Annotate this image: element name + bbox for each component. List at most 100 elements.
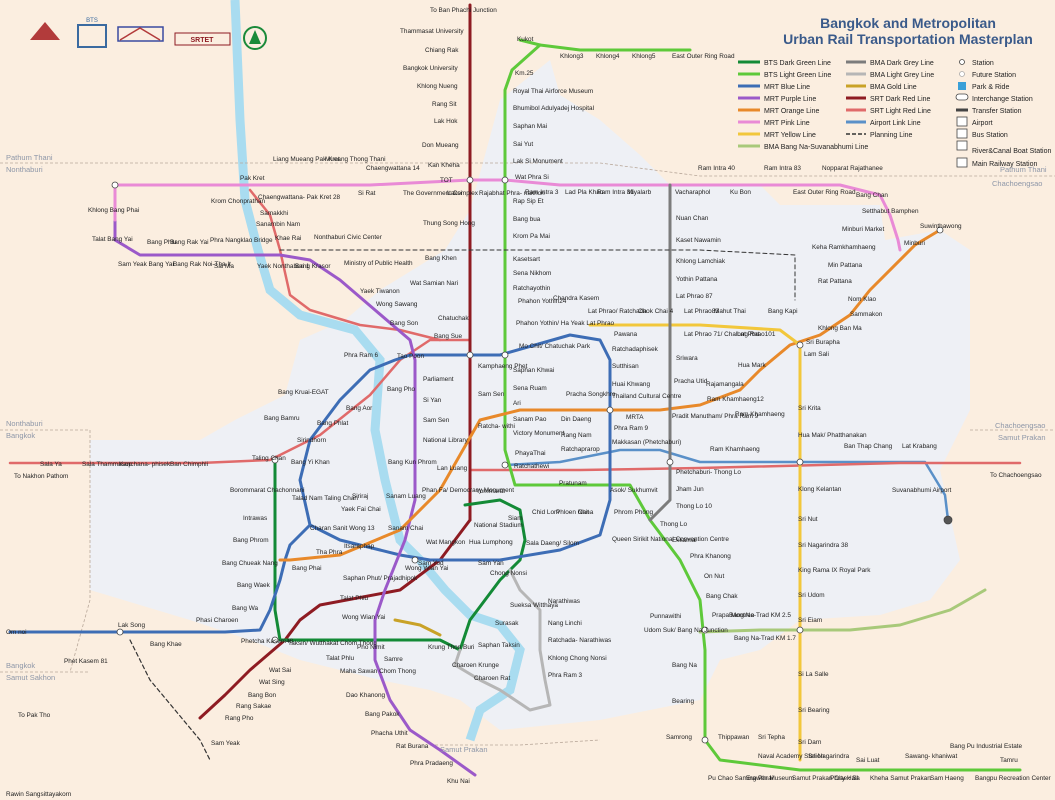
- svg-text:Charoen Rat: Charoen Rat: [474, 675, 510, 682]
- svg-text:Bang Kruai-EGAT: Bang Kruai-EGAT: [278, 389, 329, 396]
- svg-text:Bang Aor: Bang Aor: [346, 405, 373, 412]
- svg-text:East Outer Ring Road: East Outer Ring Road: [672, 53, 735, 60]
- svg-text:Bangkok University: Bangkok University: [403, 65, 459, 72]
- svg-text:Park & Ride: Park & Ride: [972, 84, 1009, 91]
- svg-text:Setthabut Bamphen: Setthabut Bamphen: [862, 208, 919, 215]
- svg-text:Vacharaphol: Vacharaphol: [675, 189, 710, 196]
- svg-text:Phasi Charoen: Phasi Charoen: [196, 617, 239, 624]
- svg-text:Bus Station: Bus Station: [972, 132, 1008, 139]
- svg-text:Ratchada- Narathiwas: Ratchada- Narathiwas: [548, 637, 611, 644]
- svg-text:Pho Nimit: Pho Nimit: [357, 644, 385, 651]
- bma-gold-line: [393, 618, 442, 637]
- svg-text:Bang Na-Trad KM 1.7: Bang Na-Trad KM 1.7: [734, 635, 796, 642]
- svg-text:Huai Khwang: Huai Khwang: [612, 381, 650, 388]
- bts-light-green-line: [518, 38, 692, 52]
- station-dot[interactable]: [936, 226, 944, 234]
- svg-text:Sirindhorn: Sirindhorn: [297, 437, 327, 444]
- svg-text:Bang Bon: Bang Bon: [248, 692, 277, 699]
- svg-text:Krung Thon Buri: Krung Thon Buri: [428, 644, 474, 651]
- srt-logo: [30, 22, 60, 40]
- station-dot[interactable]: [111, 181, 119, 189]
- map-title-line2: Urban Rail Transportation Masterplan: [783, 31, 1033, 47]
- station-dot[interactable]: [466, 351, 474, 359]
- svg-text:Ram Intra 31: Ram Intra 31: [597, 189, 634, 196]
- station-dot[interactable]: [411, 556, 419, 564]
- svg-text:Planning Line: Planning Line: [870, 132, 913, 139]
- station-labels: Thammasat University Chiang Rak Bangkok …: [6, 28, 1052, 785]
- svg-text:Bang Khen: Bang Khen: [425, 255, 457, 262]
- svg-text:SRTET: SRTET: [191, 37, 215, 44]
- srt-dark-red-line-south: [198, 518, 472, 720]
- svg-text:Jham Jun: Jham Jun: [676, 486, 704, 493]
- svg-text:Sai Yut: Sai Yut: [513, 141, 533, 148]
- svg-text:Samut Prakan City Hall: Samut Prakan City Hall: [792, 775, 858, 782]
- svg-text:Hua Mak/ Phatthanakan: Hua Mak/ Phatthanakan: [798, 432, 867, 439]
- svg-text:Saphan Khwai: Saphan Khwai: [513, 367, 554, 374]
- svg-text:Sam Yan: Sam Yan: [478, 560, 504, 567]
- svg-text:Ram Intra 83: Ram Intra 83: [764, 165, 801, 172]
- svg-text:Sri Krita: Sri Krita: [798, 405, 821, 412]
- svg-text:Ram Intra 3: Ram Intra 3: [525, 189, 559, 196]
- station-dot[interactable]: [701, 736, 709, 744]
- svg-text:Nang Linchi: Nang Linchi: [548, 620, 582, 627]
- srt-light-red-line-north: [248, 188, 442, 342]
- svg-text:Talat Phlu: Talat Phlu: [340, 595, 369, 602]
- station-dot[interactable]: [796, 458, 804, 466]
- svg-text:Talat Bang Yai: Talat Bang Yai: [92, 236, 133, 243]
- svg-text:BTS Light Green Line: BTS Light Green Line: [764, 72, 831, 79]
- station-dot[interactable]: [701, 626, 709, 634]
- svg-text:Borommarat Chachonnani: Borommarat Chachonnani: [230, 487, 305, 494]
- svg-text:Thammasat University: Thammasat University: [400, 28, 464, 35]
- svg-text:Lat Phrao83: Lat Phrao83: [684, 308, 719, 315]
- svg-text:Ratchayothin: Ratchayothin: [513, 285, 551, 292]
- station-dot[interactable]: [271, 456, 279, 464]
- svg-text:SRT Light Red Line: SRT Light Red Line: [870, 108, 931, 115]
- svg-text:Lak Hok: Lak Hok: [434, 118, 458, 125]
- svg-text:Sanambin Nam: Sanambin Nam: [256, 221, 300, 228]
- svg-text:To Pak Tho: To Pak Tho: [18, 712, 51, 719]
- svg-text:Chatuchak: Chatuchak: [438, 315, 469, 322]
- station-dot[interactable]: [271, 636, 279, 644]
- svg-text:Krom Pa Mai: Krom Pa Mai: [513, 233, 550, 240]
- svg-text:Rang Sit: Rang Sit: [432, 101, 457, 108]
- station-dot[interactable]: [501, 176, 509, 184]
- station-dot[interactable]: [466, 176, 474, 184]
- svg-text:Pak Kret: Pak Kret: [240, 175, 265, 182]
- svg-text:Parliament: Parliament: [423, 376, 454, 383]
- svg-text:Sutthisan: Sutthisan: [612, 363, 639, 370]
- svg-text:BMA Bang Na-Suvanabhumi Line: BMA Bang Na-Suvanabhumi Line: [764, 144, 868, 151]
- station-dot[interactable]: [796, 626, 804, 634]
- station-dot[interactable]: [501, 461, 509, 469]
- svg-text:Ban Chimphli: Ban Chimphli: [170, 461, 208, 468]
- svg-text:Rawin Sangsittayakorn: Rawin Sangsittayakorn: [6, 791, 72, 798]
- svg-text:Charan Sanit Wong 13: Charan Sanit Wong 13: [310, 525, 375, 532]
- svg-text:Rang Sakae: Rang Sakae: [236, 703, 272, 710]
- svg-text:Wat Samian Nari: Wat Samian Nari: [410, 280, 458, 287]
- svg-text:Samrong: Samrong: [666, 734, 692, 741]
- svg-text:On Nut: On Nut: [704, 573, 724, 580]
- svg-text:Thong Lo: Thong Lo: [660, 521, 687, 528]
- svg-text:Sriwara: Sriwara: [676, 355, 698, 362]
- svg-text:Chok Chai 4: Chok Chai 4: [638, 308, 674, 315]
- svg-text:Phetchaburi- Thong Lo: Phetchaburi- Thong Lo: [676, 469, 741, 476]
- svg-text:Sala Thammasop: Sala Thammasop: [82, 461, 132, 468]
- station-dot[interactable]: [943, 515, 953, 525]
- svg-text:Sri Eiam: Sri Eiam: [798, 617, 822, 624]
- station-dot[interactable]: [116, 628, 124, 636]
- svg-text:Laksi: Laksi: [447, 190, 462, 197]
- station-dot[interactable]: [606, 406, 614, 414]
- svg-text:Asok/ Sukhumvit: Asok/ Sukhumvit: [610, 487, 658, 494]
- bangkok-area: [90, 60, 970, 730]
- svg-text:Wat Sing: Wat Sing: [259, 679, 285, 686]
- svg-text:Khlong3: Khlong3: [560, 53, 584, 60]
- svg-text:Siriraj: Siriraj: [352, 493, 368, 500]
- station-dot[interactable]: [501, 351, 509, 359]
- svg-text:Punnawithi: Punnawithi: [650, 613, 681, 620]
- station-dot[interactable]: [666, 458, 674, 466]
- station-dot[interactable]: [796, 341, 804, 349]
- svg-text:Km.25: Km.25: [515, 70, 534, 77]
- svg-text:Sanam Chai: Sanam Chai: [388, 525, 423, 532]
- svg-text:Chandra Kasem: Chandra Kasem: [553, 295, 599, 302]
- svg-text:Main Railway Station: Main Railway Station: [972, 161, 1037, 168]
